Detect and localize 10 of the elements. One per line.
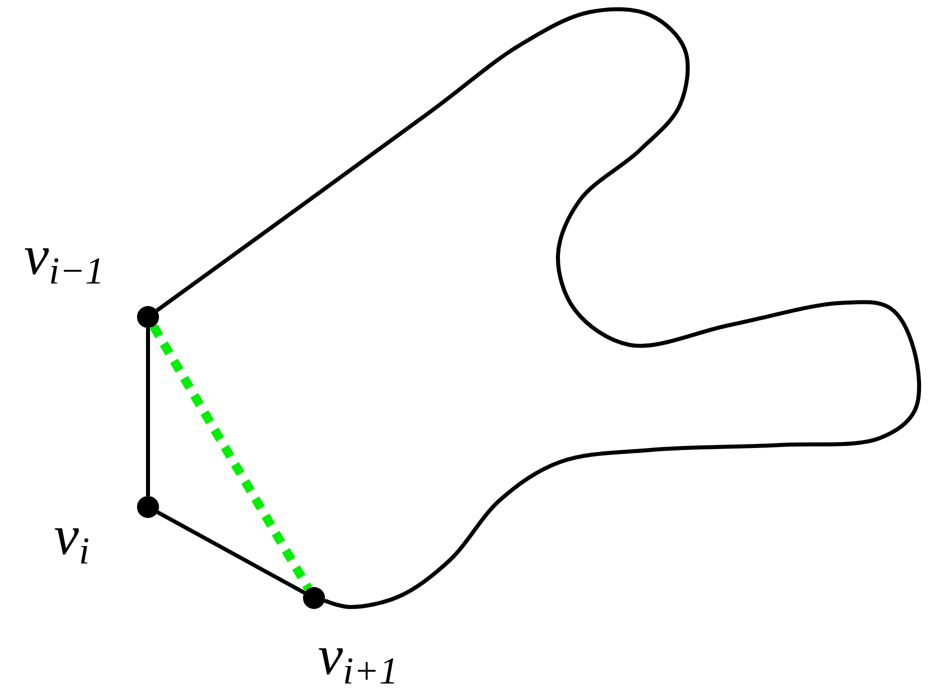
vertex-dot bbox=[137, 496, 159, 518]
vertex-label: v$_{i+1}$ bbox=[318, 628, 398, 691]
polygon-edge bbox=[146, 328, 150, 496]
dashed-diagonal bbox=[150, 324, 312, 591]
vertex-label: v$_{i}$ bbox=[54, 508, 90, 571]
vertex-dot bbox=[303, 587, 325, 609]
polygon-edge bbox=[156, 510, 306, 594]
curve-boundary bbox=[156, 7, 921, 609]
vertex-dot bbox=[137, 306, 159, 328]
vertex-label: v$_{i−1}$ bbox=[24, 228, 104, 291]
